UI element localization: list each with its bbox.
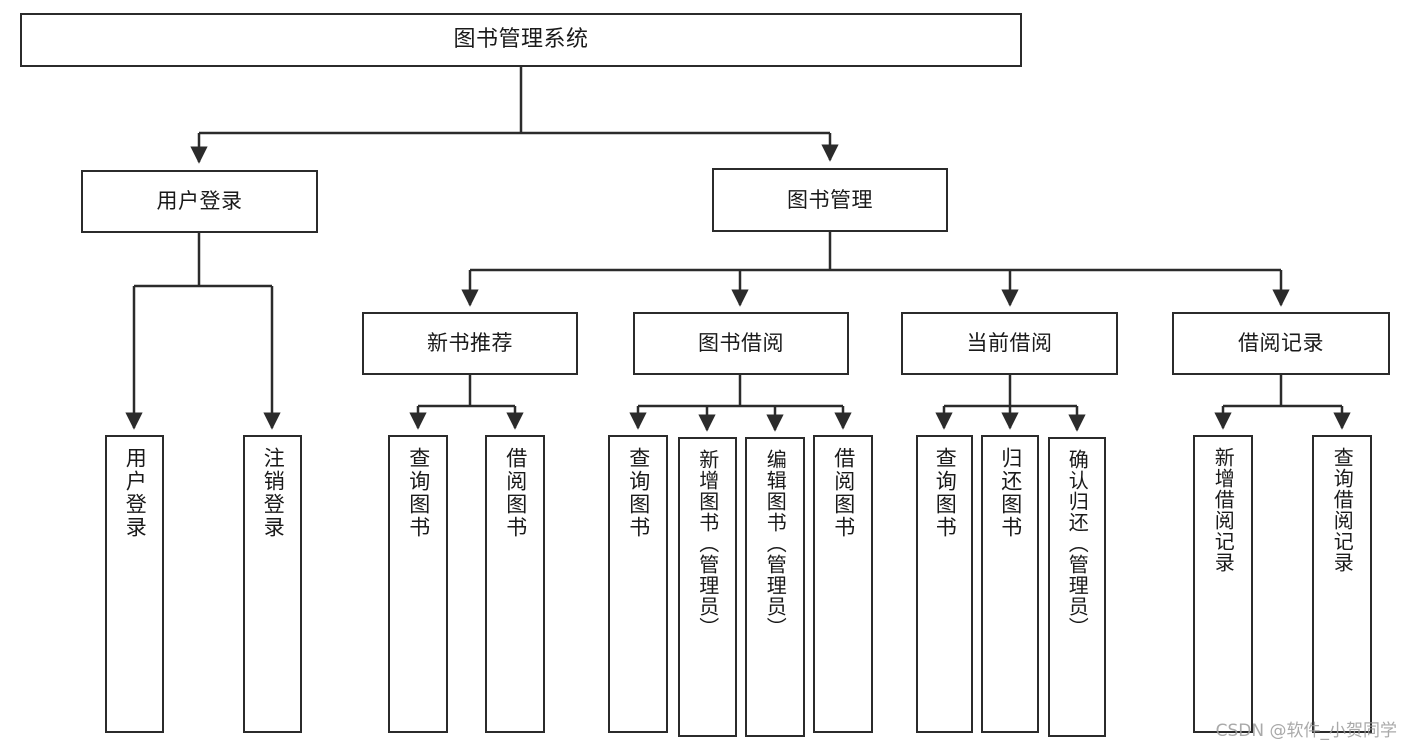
leaf-logout-label: 注销登录 bbox=[261, 447, 286, 539]
leaf-add-borrow-record[interactable]: 新增借阅记录 bbox=[1193, 435, 1253, 733]
node-user-login-label: 用户登录 bbox=[156, 189, 243, 214]
leaf-query-book-borrow[interactable]: 查询图书 bbox=[608, 435, 668, 733]
node-borrow-record-label: 借阅记录 bbox=[1238, 331, 1324, 356]
node-root-label: 图书管理系统 bbox=[453, 27, 589, 53]
leaf-borrow-book-recommend-label: 借阅图书 bbox=[503, 447, 528, 539]
node-new-book-recommend[interactable]: 新书推荐 bbox=[362, 312, 578, 375]
node-root[interactable]: 图书管理系统 bbox=[20, 13, 1022, 67]
leaf-user-login-label: 用户登录 bbox=[123, 447, 148, 539]
leaf-query-book-recommend-label: 查询图书 bbox=[406, 447, 431, 539]
leaf-query-borrow-record-label: 查询借阅记录 bbox=[1330, 447, 1355, 573]
node-book-management-label: 图书管理 bbox=[787, 187, 873, 212]
leaf-user-login[interactable]: 用户登录 bbox=[105, 435, 164, 733]
node-current-borrow[interactable]: 当前借阅 bbox=[901, 312, 1118, 375]
leaf-confirm-return-admin-label: 确认归还（管理员） bbox=[1065, 449, 1090, 638]
node-book-borrow-label: 图书借阅 bbox=[698, 331, 784, 356]
leaf-confirm-return-admin[interactable]: 确认归还（管理员） bbox=[1048, 437, 1106, 737]
leaf-add-book-admin-label: 新增图书（管理员） bbox=[695, 449, 720, 638]
leaf-logout[interactable]: 注销登录 bbox=[243, 435, 302, 733]
leaf-borrow-book-borrow-label: 借阅图书 bbox=[831, 447, 856, 539]
node-book-borrow[interactable]: 图书借阅 bbox=[633, 312, 849, 375]
leaf-add-borrow-record-label: 新增借阅记录 bbox=[1211, 447, 1236, 573]
node-borrow-record[interactable]: 借阅记录 bbox=[1172, 312, 1390, 375]
node-user-login[interactable]: 用户登录 bbox=[81, 170, 318, 233]
leaf-query-borrow-record[interactable]: 查询借阅记录 bbox=[1312, 435, 1372, 733]
leaf-query-book-current-label: 查询图书 bbox=[933, 447, 958, 539]
node-new-book-recommend-label: 新书推荐 bbox=[427, 331, 513, 356]
leaf-add-book-admin[interactable]: 新增图书（管理员） bbox=[678, 437, 737, 737]
leaf-query-book-current[interactable]: 查询图书 bbox=[916, 435, 973, 733]
node-current-borrow-label: 当前借阅 bbox=[966, 331, 1053, 356]
node-book-management[interactable]: 图书管理 bbox=[712, 168, 948, 232]
watermark: CSDN @软件_小贺同学 bbox=[1215, 721, 1397, 741]
leaf-borrow-book-borrow[interactable]: 借阅图书 bbox=[813, 435, 873, 733]
leaf-return-book-label: 归还图书 bbox=[998, 447, 1023, 539]
leaf-query-book-borrow-label: 查询图书 bbox=[626, 447, 651, 539]
leaf-edit-book-admin[interactable]: 编辑图书（管理员） bbox=[745, 437, 805, 737]
leaf-edit-book-admin-label: 编辑图书（管理员） bbox=[763, 449, 788, 638]
leaf-borrow-book-recommend[interactable]: 借阅图书 bbox=[485, 435, 545, 733]
leaf-return-book[interactable]: 归还图书 bbox=[981, 435, 1039, 733]
leaf-query-book-recommend[interactable]: 查询图书 bbox=[388, 435, 448, 733]
